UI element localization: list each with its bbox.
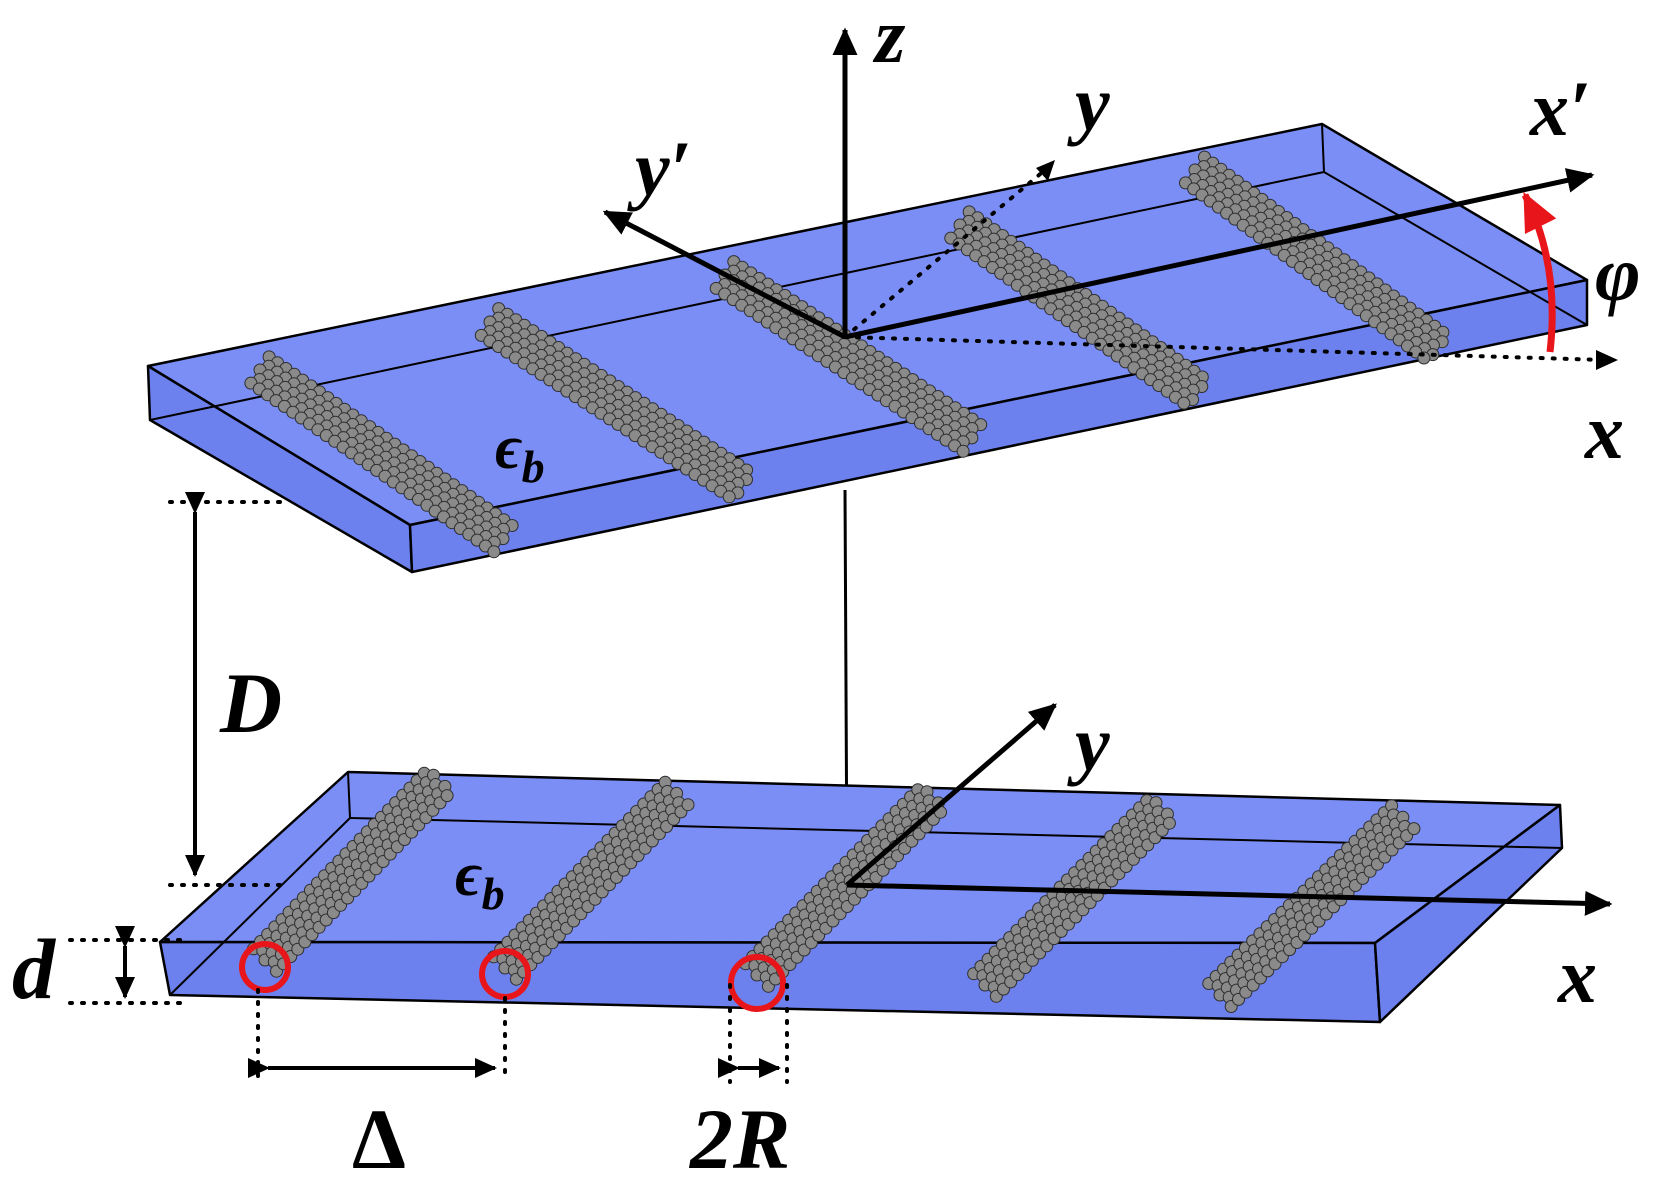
epsilon-top-label: ϵb <box>495 414 545 492</box>
diameter-label: 2R <box>688 1091 790 1181</box>
ring-tube-1 <box>239 941 291 993</box>
top-slab-inner-edge <box>1321 123 1325 173</box>
bottom-y-axis <box>845 703 1057 887</box>
bottom-nanotube-1 <box>247 766 454 978</box>
top-nanotube-5 <box>1179 150 1450 365</box>
period-label: Δ <box>352 1091 406 1181</box>
x-prime-axis-label: x′ <box>1529 65 1591 152</box>
rotation-arrow <box>1521 191 1557 353</box>
ring-tube-3 <box>728 954 786 1012</box>
bottom-slab-inner-edge <box>347 771 351 819</box>
bottom-slab <box>158 766 1564 1024</box>
separation-label: D <box>219 655 282 751</box>
y-prime-axis-label: y′ <box>627 125 692 212</box>
thickness-label: d <box>12 921 57 1017</box>
y-bottom-axis-label: y <box>1067 700 1110 787</box>
top-slab-inner-edge-2 <box>1323 171 1588 326</box>
x-prime-axis <box>844 168 1595 340</box>
y-prime-axis <box>602 209 847 340</box>
top-nanotube-3 <box>709 255 988 458</box>
x-top-axis-label: x <box>1584 388 1624 475</box>
bottom-nanotube-3 <box>739 783 947 993</box>
top-nanotube-1 <box>244 350 519 559</box>
top-y-axis-dotted <box>843 168 1047 339</box>
epsilon-bottom-label: ϵb <box>455 841 505 919</box>
top-x-axis-arrowhead <box>1596 350 1618 370</box>
top-y-axis-arrowhead <box>1036 160 1055 181</box>
bottom-nanotube-4 <box>967 794 1176 1003</box>
top-nanotube-4 <box>944 205 1209 410</box>
y-top-axis-label: y <box>1067 60 1110 147</box>
x-bottom-axis-label: x <box>1557 932 1597 1019</box>
bottom-x-axis <box>846 882 1613 916</box>
phi-angle-label: φ <box>1595 230 1641 317</box>
top-slab <box>146 122 1589 574</box>
z-axis-label: z <box>872 0 906 79</box>
bottom-slab-inner-edge-3 <box>169 817 351 996</box>
top-nanotubes <box>244 150 1450 559</box>
top-nanotube-2 <box>474 302 754 504</box>
bottom-nanotube-2 <box>487 775 695 986</box>
